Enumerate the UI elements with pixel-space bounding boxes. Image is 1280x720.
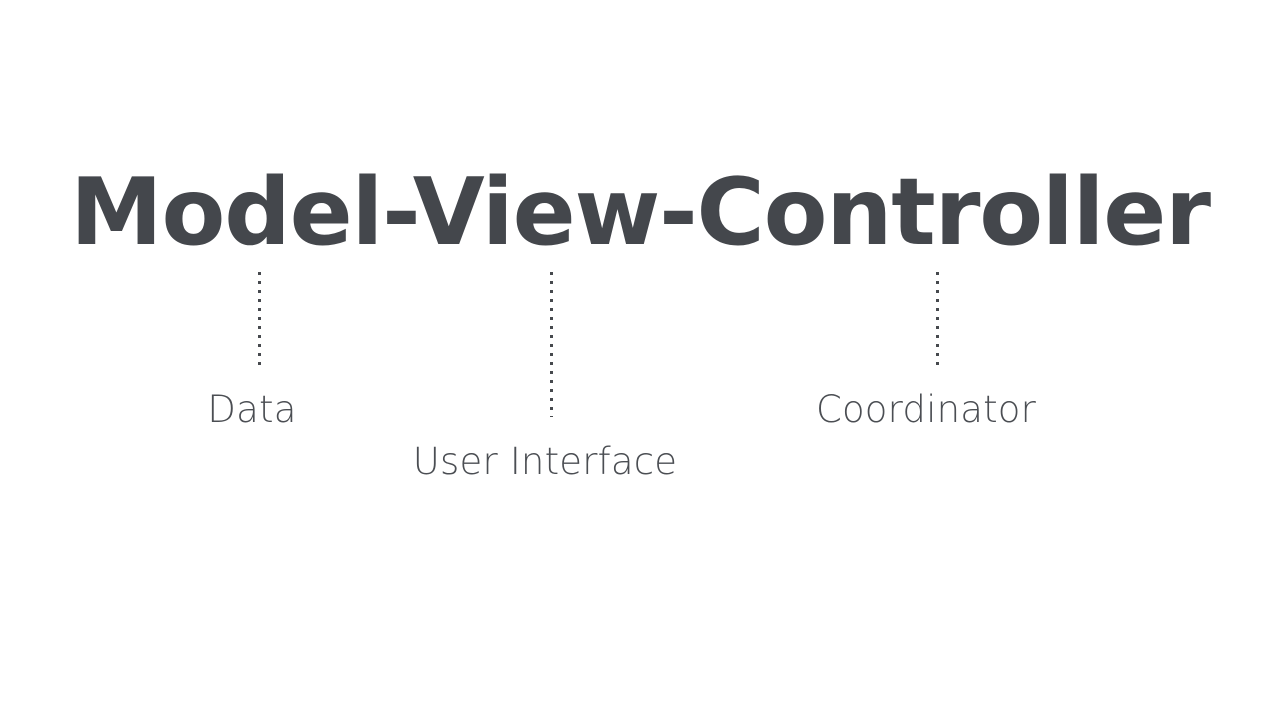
model-label: Data [207, 388, 297, 431]
page-title: Model-View-Controller [70, 158, 1211, 266]
model-connector-dotted-line-icon [258, 272, 261, 366]
controller-label: Coordinator [815, 388, 1037, 431]
controller-connector-dotted-line-icon [936, 272, 939, 366]
view-connector-dotted-line-icon [550, 272, 553, 417]
view-label: User Interface [412, 440, 678, 483]
